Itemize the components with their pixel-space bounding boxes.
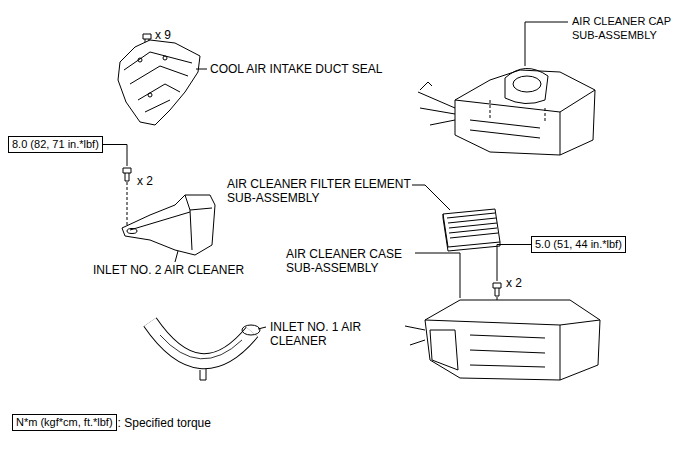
part-name: : Specified torque xyxy=(118,416,211,430)
part-name: AIR CLEANER CAP SUB-ASSEMBLY xyxy=(572,14,682,42)
wire xyxy=(420,82,432,90)
wire xyxy=(418,92,455,125)
part-name: INLET NO. 2 AIR CLEANER xyxy=(93,263,244,277)
case-part xyxy=(425,300,600,380)
leader-line xyxy=(525,22,568,66)
torque-box: 8.0 (82, 71 in.*lbf) xyxy=(8,136,103,153)
quantity-label: x 2 xyxy=(137,174,153,188)
torque-box: N*m (kgf*cm, ft.*lbf) xyxy=(12,414,117,431)
bolt-symbol xyxy=(123,168,131,181)
torque-value: 8.0 (82, 71 in.*lbf) xyxy=(12,138,99,150)
bolt-line xyxy=(127,182,128,226)
torque-box: 5.0 (51, 44 in.*lbf) xyxy=(531,236,626,253)
part-name: AIR CLEANER CASE SUB-ASSEMBLY xyxy=(286,247,411,275)
leader-line xyxy=(415,253,460,298)
inlet-no2-part xyxy=(122,195,215,255)
quantity-label: x 9 xyxy=(155,28,171,42)
leader-line xyxy=(175,251,178,262)
leader-line xyxy=(196,69,207,70)
leader-line xyxy=(412,185,450,210)
part-name: INLET NO. 1 AIR CLEANER xyxy=(270,320,384,348)
assembly-line xyxy=(490,100,545,122)
part-name: AIR CLEANER FILTER ELEMENT SUB-ASSEMBLY xyxy=(227,177,427,205)
leader-line xyxy=(103,145,127,167)
quantity-label: x 2 xyxy=(506,276,522,290)
torque-value: N*m (kgf*cm, ft.*lbf) xyxy=(16,416,113,428)
filter-part xyxy=(443,209,500,251)
inlet-no1-part xyxy=(150,322,260,380)
part-name: COOL AIR INTAKE DUCT SEAL xyxy=(210,62,383,76)
leader-line xyxy=(497,245,531,282)
bolt-symbol xyxy=(493,283,501,296)
duct-seal-part xyxy=(118,40,200,125)
torque-value: 5.0 (51, 44 in.*lbf) xyxy=(535,238,622,250)
wire xyxy=(405,326,425,345)
leader-line xyxy=(258,327,266,329)
cap-part xyxy=(455,68,595,155)
